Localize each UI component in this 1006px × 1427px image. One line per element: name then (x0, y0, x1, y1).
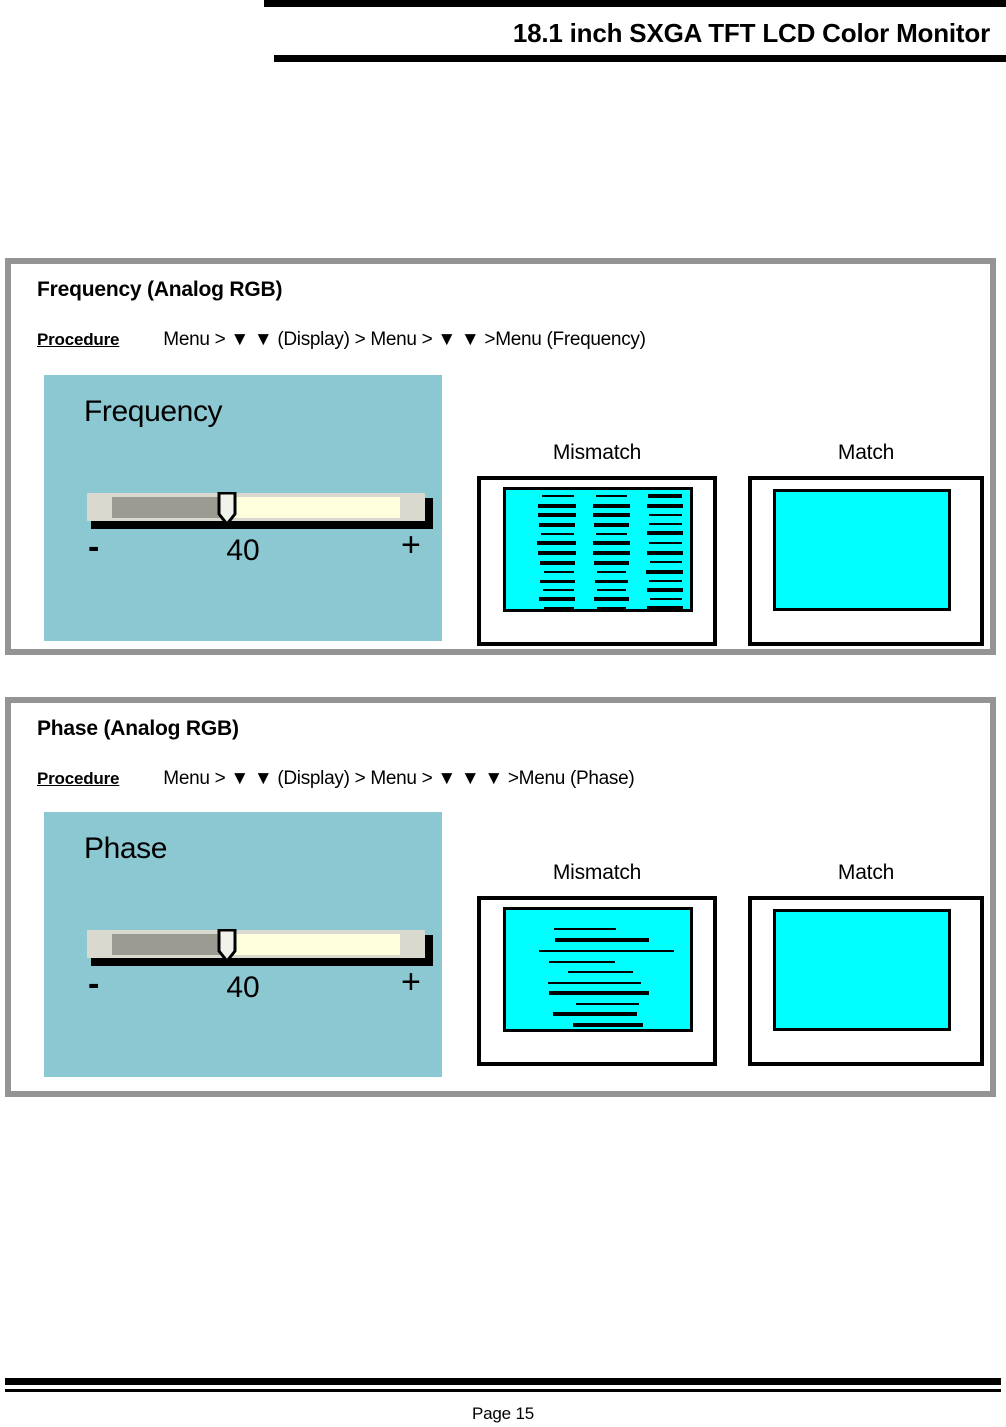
slider-handle-icon[interactable] (216, 492, 238, 526)
procedure-label: Procedure (37, 769, 120, 788)
screen-mismatch (503, 487, 693, 612)
osd-title: Phase (84, 832, 168, 865)
osd-increase-label[interactable]: + (401, 963, 421, 1001)
slider-track[interactable] (112, 497, 400, 518)
procedure-text: Menu > ▼ ▼ (Display) > Menu > ▼ ▼ ▼ >Men… (163, 768, 635, 789)
osd-title: Frequency (84, 395, 223, 428)
page-header: 18.1 inch SXGA TFT LCD Color Monitor (264, 0, 1006, 64)
section-heading: Frequency (Analog RGB) (37, 278, 283, 301)
phase-slider[interactable] (87, 929, 433, 966)
slider-frame (87, 492, 425, 526)
monitor-match (748, 476, 984, 646)
osd-increase-label[interactable]: + (401, 526, 421, 564)
section-phase: Phase (Analog RGB) Procedure Menu > ▼ ▼ (… (5, 697, 996, 1097)
osd-value: 40 (226, 534, 260, 567)
osd-panel-phase: Phase - 40 + (44, 812, 442, 1077)
monitor-match (748, 896, 984, 1066)
match-caption: Match (837, 441, 895, 464)
osd-value: 40 (226, 971, 260, 1004)
slider-fill (112, 497, 228, 518)
match-caption: Match (837, 861, 895, 884)
page-number: Page 15 (472, 1404, 534, 1423)
procedure-label: Procedure (37, 330, 120, 349)
frequency-slider[interactable] (87, 492, 433, 529)
monitor-mismatch (477, 476, 717, 646)
procedure-row: Procedure Menu > ▼ ▼ (Display) > Menu > ▼… (37, 329, 646, 351)
slider-frame (87, 929, 425, 963)
noise-column (536, 490, 580, 609)
osd-decrease-label[interactable]: - (88, 528, 100, 566)
footer-rule-thin (5, 1389, 1001, 1392)
screen-match (773, 489, 951, 611)
monitor-mismatch (477, 896, 717, 1066)
slider-track[interactable] (112, 934, 400, 955)
screen-match (773, 909, 951, 1031)
header-rule-top (264, 0, 1006, 7)
procedure-row: Procedure Menu > ▼ ▼ (Display) > Menu > ▼… (37, 768, 635, 790)
mismatch-caption: Mismatch (552, 861, 642, 884)
footer-rule-thick (5, 1378, 1001, 1385)
noise-column (591, 490, 633, 609)
header-rule-bottom (274, 55, 1006, 62)
osd-panel-frequency: Frequency - 40 + (44, 375, 442, 641)
section-heading: Phase (Analog RGB) (37, 717, 239, 740)
mismatch-caption: Mismatch (552, 441, 642, 464)
procedure-text: Menu > ▼ ▼ (Display) > Menu > ▼ ▼ >Menu … (163, 329, 646, 350)
slider-handle-icon[interactable] (216, 929, 238, 963)
slider-fill (112, 934, 228, 955)
section-frequency: Frequency (Analog RGB) Procedure Menu > ▼… (5, 258, 996, 655)
osd-decrease-label[interactable]: - (88, 965, 100, 1003)
screen-mismatch (503, 907, 693, 1032)
noise-column (645, 490, 689, 609)
page-title: 18.1 inch SXGA TFT LCD Color Monitor (512, 18, 990, 48)
